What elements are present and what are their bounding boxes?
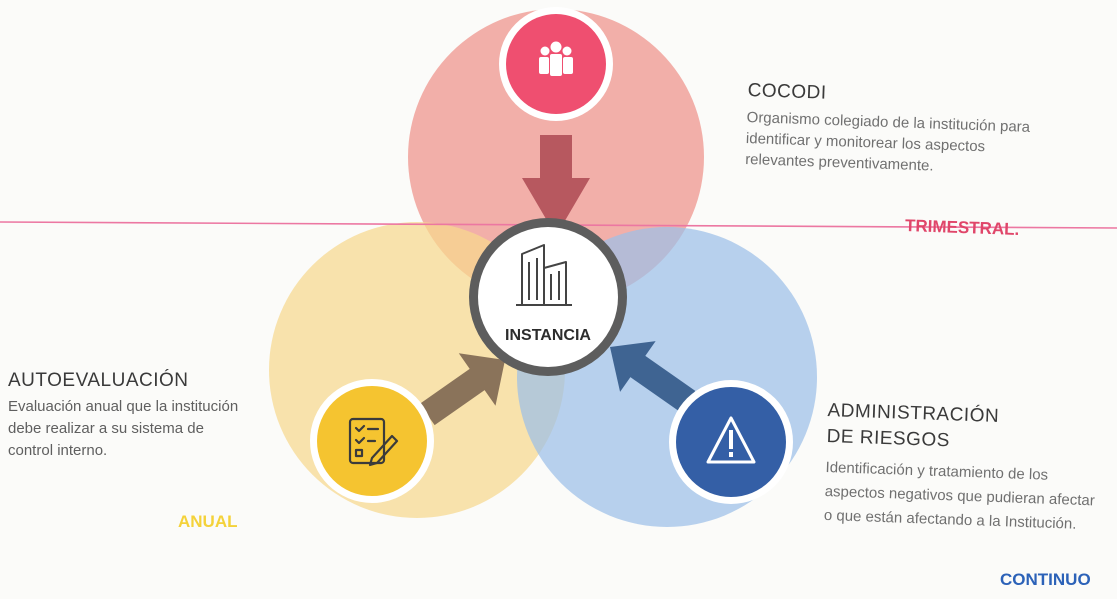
administracion-description: Identificación y tratamiento de los aspe… xyxy=(823,458,1096,533)
administracion-frequency: CONTINUO xyxy=(1000,570,1091,589)
autoevaluacion-text-block: AUTOEVALUACIÓN Evaluación anual que la i… xyxy=(8,370,258,462)
administracion-text-block: ADMINISTRACIÓN DE RIESGOS Identificación… xyxy=(823,398,1107,538)
instancia-node: INSTANCIA xyxy=(469,218,627,376)
autoevaluacion-node xyxy=(310,379,434,503)
cocodi-node xyxy=(499,7,613,121)
buildings-icon xyxy=(516,244,572,306)
autoevaluacion-frequency: ANUAL xyxy=(178,512,238,531)
cocodi-frequency: TRIMESTRAL. xyxy=(904,216,1020,239)
group-icon xyxy=(539,41,573,76)
checklist-icon xyxy=(348,417,399,467)
cocodi-text-block: COCODI Organismo colegiado de la institu… xyxy=(745,80,1058,181)
cocodi-description: Organismo colegiado de la institución pa… xyxy=(744,108,1031,175)
administracion-node xyxy=(669,380,793,504)
instancia-label: INSTANCIA xyxy=(505,327,591,344)
autoevaluacion-title: AUTOEVALUACIÓN xyxy=(8,370,189,391)
autoevaluacion-description: Evaluación anual que la institución debe… xyxy=(8,398,239,459)
administracion-arrow xyxy=(610,341,696,413)
warning-icon xyxy=(706,416,756,464)
administracion-title: ADMINISTRACIÓN DE RIESGOS xyxy=(826,399,1000,452)
autoevaluacion-arrow xyxy=(419,353,505,426)
cocodi-arrow xyxy=(522,135,590,236)
